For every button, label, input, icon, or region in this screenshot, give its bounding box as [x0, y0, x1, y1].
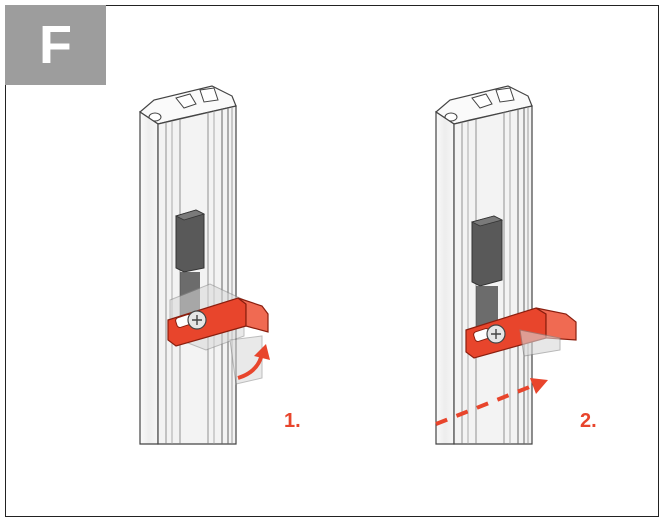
step-label-1: 1. — [284, 410, 301, 432]
curved-arrow-icon — [237, 344, 270, 380]
profile-left — [139, 85, 237, 445]
panel-letter-badge: F — [5, 5, 106, 85]
red-bracket-right — [465, 307, 577, 359]
figure-frame — [5, 5, 659, 517]
dashed-arrow-icon — [435, 378, 548, 426]
step-label-2: 2. — [580, 410, 597, 432]
profile-right — [435, 85, 533, 445]
red-bracket-left — [167, 297, 269, 347]
